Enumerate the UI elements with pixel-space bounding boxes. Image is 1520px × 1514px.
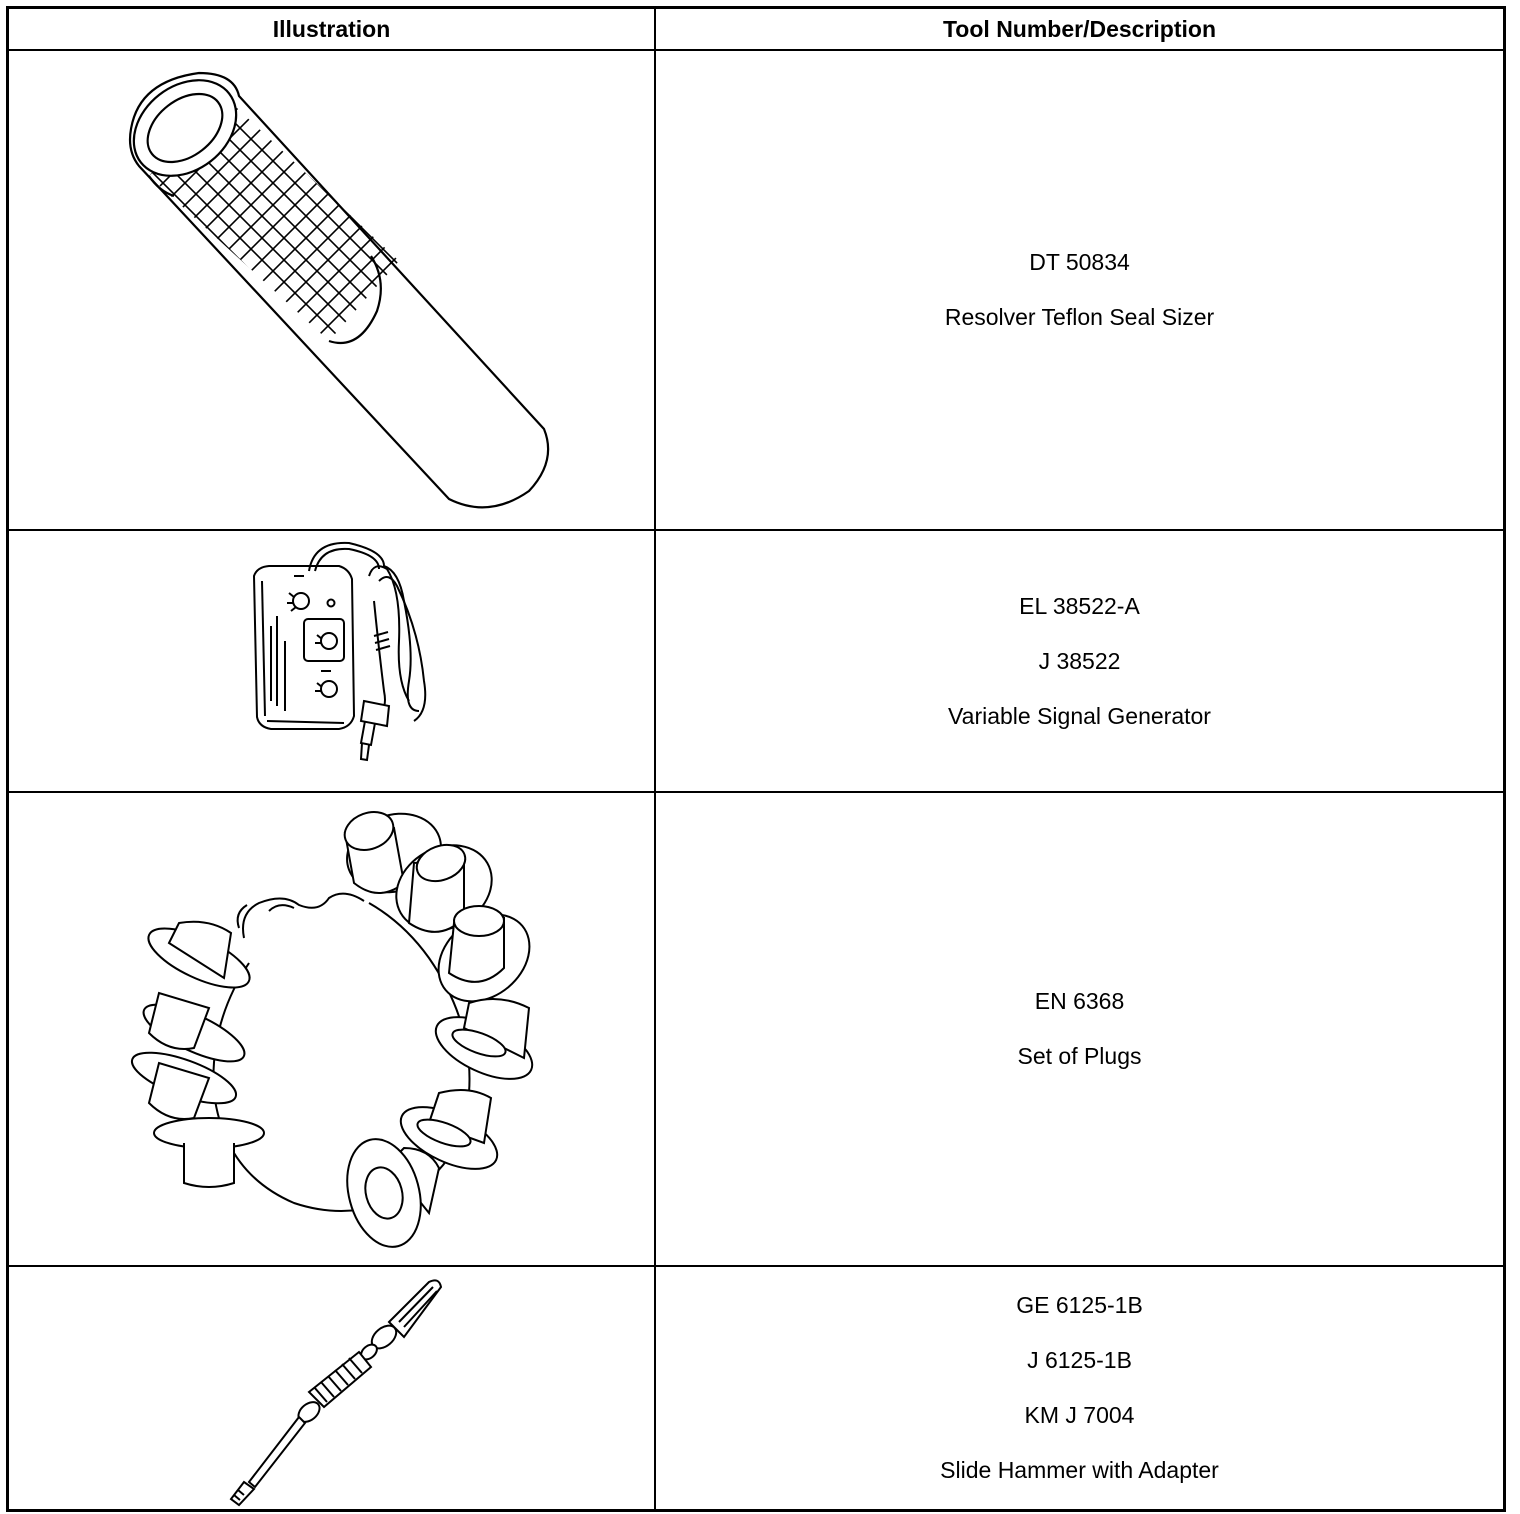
header-description: Tool Number/Description (654, 6, 1506, 51)
special-tools-table: Illustration Tool Number/Description (6, 6, 1506, 1512)
description-cell: EL 38522-A J 38522 Variable Signal Gener… (654, 529, 1506, 793)
tool-description: Set of Plugs (1017, 1043, 1142, 1069)
slide-hammer-icon (229, 1279, 443, 1507)
table-row: GE 6125-1B J 6125-1B KM J 7004 Slide Ham… (6, 1265, 1506, 1512)
illustration-cell (6, 1265, 656, 1512)
signal-generator-icon (252, 541, 427, 762)
tool-number: DT 50834 (1029, 249, 1130, 275)
table-row: EL 38522-A J 38522 Variable Signal Gener… (6, 529, 1506, 793)
illustration-cell (6, 529, 656, 793)
tool-number-alt: J 6125-1B (1027, 1347, 1132, 1373)
description-cell: DT 50834 Resolver Teflon Seal Sizer (654, 49, 1506, 531)
tool-number: GE 6125-1B (1016, 1292, 1143, 1318)
header-illustration: Illustration (6, 6, 656, 51)
seal-sizer-icon (128, 71, 550, 509)
description-cell: EN 6368 Set of Plugs (654, 791, 1506, 1267)
table-row: EN 6368 Set of Plugs (6, 791, 1506, 1267)
description-cell: GE 6125-1B J 6125-1B KM J 7004 Slide Ham… (654, 1265, 1506, 1512)
illustration-cell (6, 49, 656, 531)
table-row: DT 50834 Resolver Teflon Seal Sizer (6, 49, 1506, 531)
tool-description: Resolver Teflon Seal Sizer (944, 304, 1215, 330)
plug-set-icon (130, 811, 534, 1248)
tool-description: Variable Signal Generator (948, 702, 1211, 729)
header-row: Illustration Tool Number/Description (6, 6, 1506, 51)
tool-number: EN 6368 (1034, 988, 1125, 1014)
tool-description: Slide Hammer with Adapter (940, 1457, 1219, 1483)
tool-number: EL 38522-A (1019, 592, 1140, 619)
tool-number-alt: KM J 7004 (1024, 1402, 1135, 1428)
illustration-cell (6, 791, 656, 1267)
tool-number-alt: J 38522 (1038, 647, 1121, 674)
